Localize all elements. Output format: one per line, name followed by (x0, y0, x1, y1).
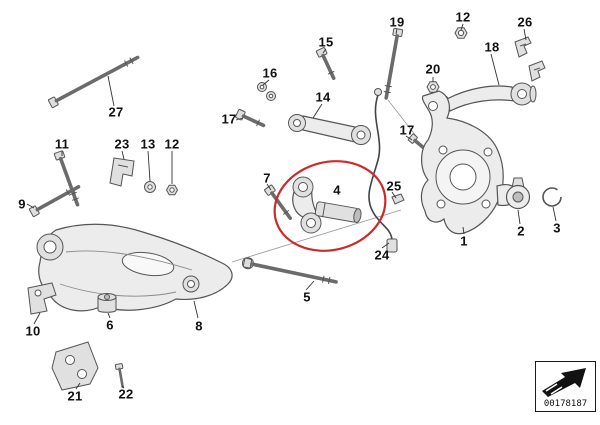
part-24-abs-sensor (368, 88, 398, 253)
part-8-trailing-arm (36, 223, 233, 312)
part-3-snap-ring (542, 187, 562, 207)
part-21-bracket (51, 341, 99, 391)
part-26-clips (514, 36, 546, 82)
part-label-17-right: 17 (399, 122, 415, 138)
part-label-18: 18 (484, 39, 500, 55)
part-label-16: 16 (262, 65, 278, 81)
part-20-nut (426, 81, 440, 93)
part-27-bolt (47, 55, 140, 109)
part-label-8: 8 (195, 318, 203, 334)
axis-lines (231, 99, 417, 263)
part-label-20: 20 (425, 61, 441, 77)
part-label-11: 11 (54, 136, 70, 152)
part-label-10: 10 (25, 323, 41, 339)
part-2-ball-joint (505, 177, 531, 210)
part-label-22: 22 (118, 386, 134, 402)
part-12-nut-top (454, 27, 468, 39)
part-label-1: 1 (460, 233, 468, 249)
part-23-bracket (109, 157, 135, 187)
part-label-13: 13 (140, 136, 156, 152)
part-5-bolt (241, 257, 338, 284)
part-16-washers (257, 82, 276, 101)
part-number-text: 00178187 (543, 399, 588, 409)
part-15-bolt (315, 47, 336, 80)
part-1-wheel-carrier (420, 90, 519, 235)
part-label-12-left: 12 (164, 136, 180, 152)
part-label-3: 3 (553, 220, 561, 236)
highlight-circle (273, 160, 387, 252)
leader-lines (26, 23, 557, 390)
part-10-bracket (27, 282, 57, 315)
part-label-12-top: 12 (455, 9, 471, 25)
part-label-5: 5 (303, 289, 311, 305)
part-label-9: 9 (18, 196, 26, 212)
part-14-track-arm (288, 114, 371, 145)
part-label-27: 27 (108, 104, 124, 120)
part-17-bolt-left (235, 108, 266, 128)
part-label-6: 6 (106, 317, 114, 333)
part-label-4: 4 (333, 182, 341, 198)
part-4-integral-link (292, 176, 362, 234)
part-6-rubber-mount (97, 293, 117, 313)
part-13-washer (144, 181, 156, 193)
part-label-2: 2 (517, 223, 525, 239)
part-label-24: 24 (374, 247, 390, 263)
part-label-7: 7 (263, 170, 271, 186)
part-label-19: 19 (389, 14, 405, 30)
part-label-21: 21 (67, 388, 83, 404)
part-7-bolt (264, 184, 292, 220)
part-22-bolt (114, 363, 124, 388)
part-12-nut-left (165, 184, 179, 196)
part-11-bolt (53, 150, 80, 207)
part-19-bolt (383, 27, 404, 100)
part-label-23: 23 (114, 136, 130, 152)
part-label-15: 15 (318, 34, 334, 50)
part-label-26: 26 (517, 14, 533, 30)
part-label-25: 25 (386, 178, 402, 194)
part-number-stamp: 00178187 (535, 361, 596, 412)
direction-arrow-icon (542, 368, 586, 397)
part-label-14: 14 (315, 89, 331, 105)
part-label-17-left: 17 (221, 111, 237, 127)
